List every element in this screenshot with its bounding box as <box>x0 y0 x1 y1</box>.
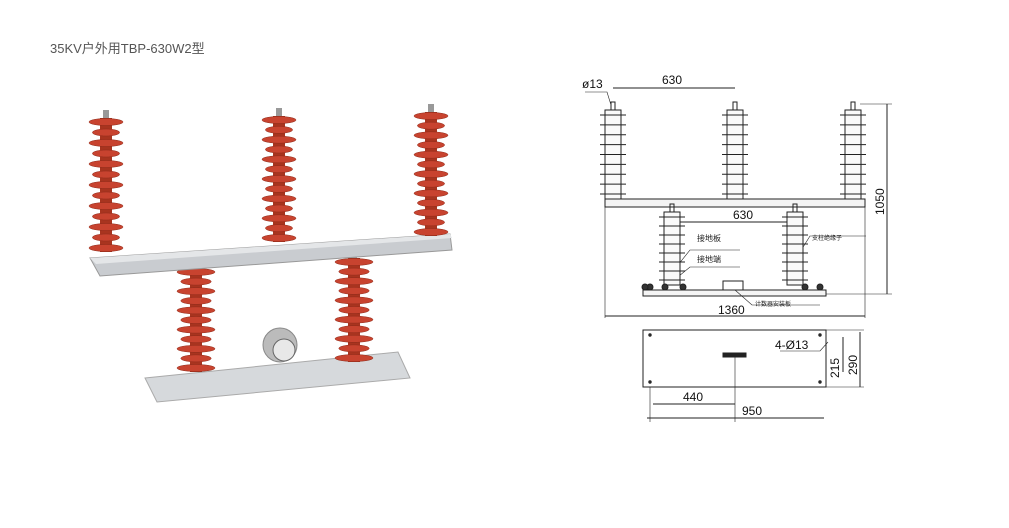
dim-holes: 4-Ø13 <box>775 338 809 352</box>
drawing-insulator <box>782 203 808 286</box>
dim-width: 1360 <box>718 303 745 317</box>
top-insulator <box>413 104 449 236</box>
product-photo <box>88 104 453 403</box>
top-insulator <box>88 110 124 252</box>
dim-lower-spacing: 630 <box>733 208 753 222</box>
dim-hole-top: ø13 <box>582 77 603 91</box>
lower-insulator <box>334 250 374 362</box>
drawing-insulator <box>722 101 748 200</box>
lower-insulator <box>176 260 216 372</box>
base-plate <box>144 351 411 403</box>
drawing-labels: ø13 630 630 1360 1050 4-Ø13 215 290 440 … <box>582 73 887 418</box>
dim-440: 440 <box>683 390 703 404</box>
drawing-insulator <box>840 101 866 200</box>
product-title: 35KV户外用TBP-630W2型 <box>50 41 205 56</box>
label-ground-plate: 接地板 <box>697 233 721 243</box>
top-insulator <box>261 108 297 242</box>
dim-950: 950 <box>742 404 762 418</box>
label-counter-plate: 计数器安装板 <box>755 300 791 308</box>
dim-215: 215 <box>828 358 842 378</box>
dim-290: 290 <box>846 355 860 375</box>
dimension-drawing <box>585 87 892 422</box>
label-post-insulator: 支柱绝缘子 <box>812 234 842 242</box>
drawing-insulator <box>600 101 626 200</box>
dim-height: 1050 <box>873 188 887 215</box>
label-ground-terminal: 接地端 <box>697 254 721 264</box>
drawing-insulator <box>659 203 685 286</box>
dim-top-spacing: 630 <box>662 73 682 87</box>
